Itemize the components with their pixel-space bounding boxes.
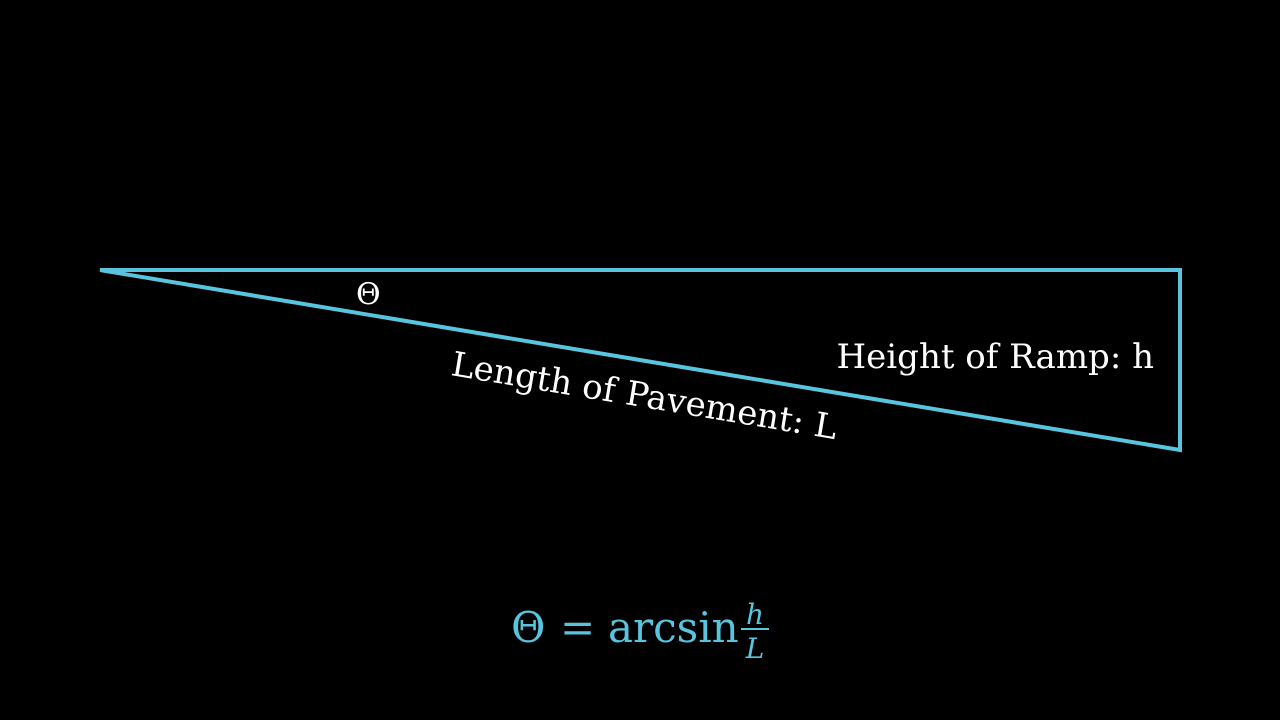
formula-numerator: h [746,598,764,631]
formula: Θ = arcsin h L [511,598,769,665]
ramp-triangle [99,268,1182,453]
formula-equals: = [560,603,595,652]
formula-denominator: L [745,632,765,665]
formula-lhs: Θ [511,603,545,652]
height-label: Height of Ramp: h [837,337,1154,377]
formula-function: arcsin [608,603,739,652]
angle-theta-label: Θ [356,277,381,312]
